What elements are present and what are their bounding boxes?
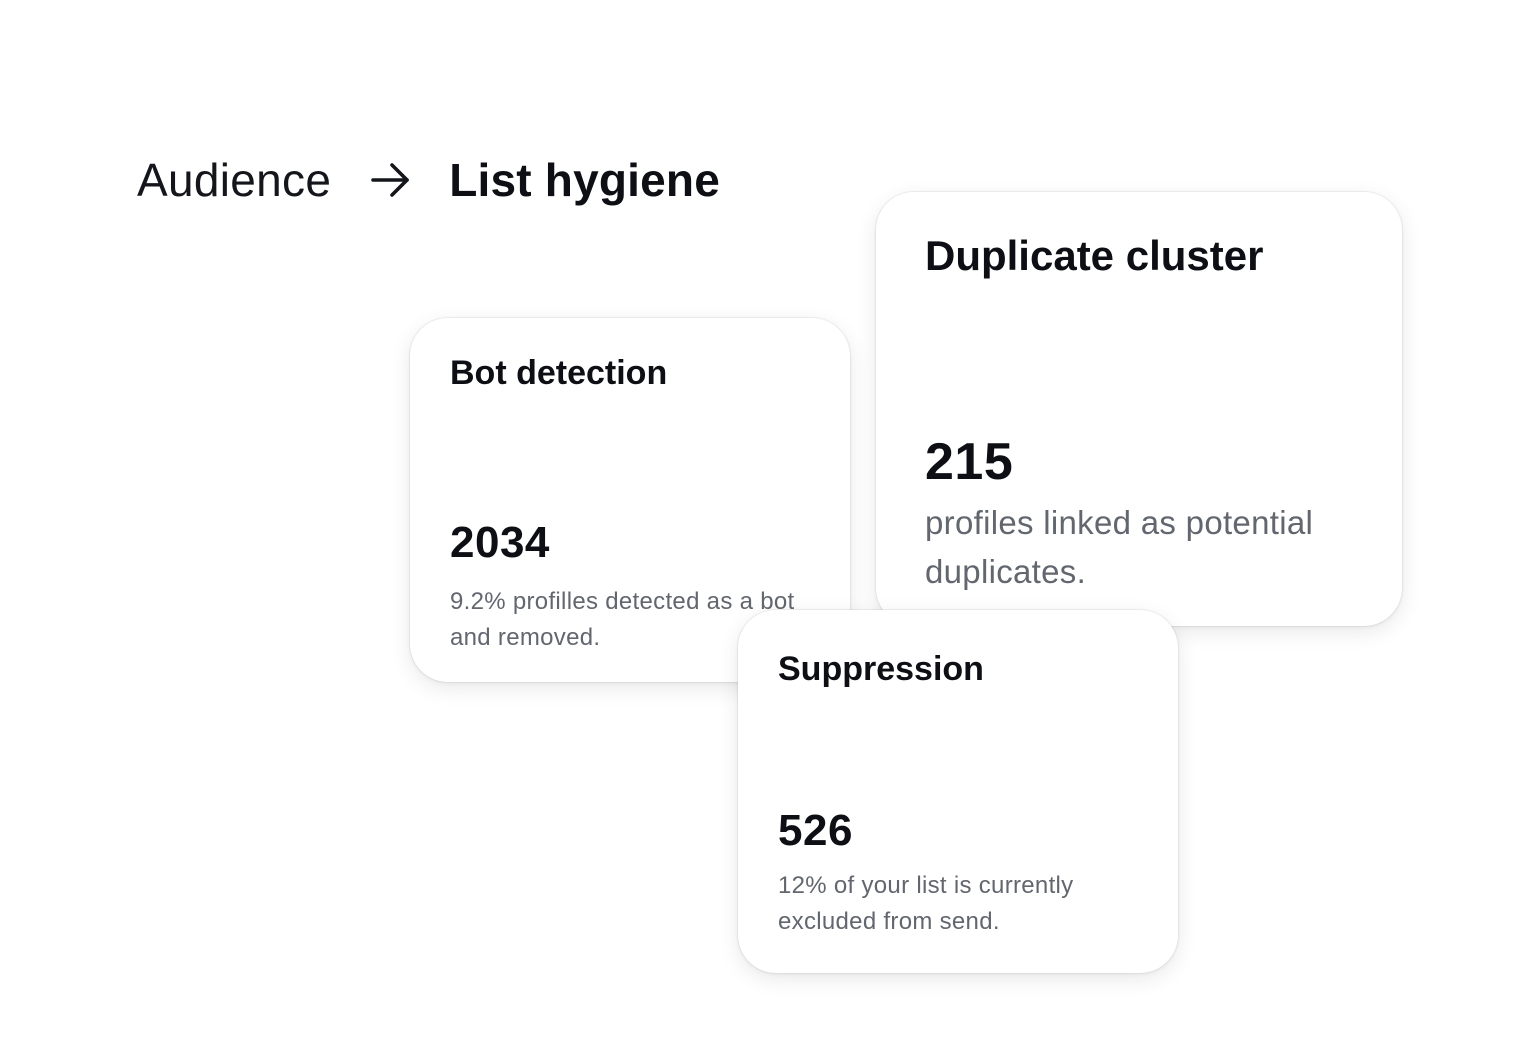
card-description: 9.2% profilles detected as a bot and rem… xyxy=(450,588,795,651)
card-metric-value: 215 xyxy=(925,433,1014,491)
card-title: Suppression xyxy=(778,650,984,688)
card-description: 12% of your list is currently excluded f… xyxy=(778,872,1074,935)
page-title: List hygiene xyxy=(449,154,721,206)
breadcrumb-parent-audience[interactable]: Audience xyxy=(137,154,332,206)
card-metric-value: 526 xyxy=(778,806,853,855)
arrow-right-icon xyxy=(369,158,413,202)
duplicate-cluster-card[interactable]: Duplicate cluster 215 profiles linked as… xyxy=(876,192,1402,626)
card-description: profiles linked as potential duplicates. xyxy=(925,504,1314,590)
card-metric-value: 2034 xyxy=(450,518,550,567)
breadcrumb: Audience List hygiene xyxy=(137,150,720,210)
card-title: Bot detection xyxy=(450,354,668,392)
suppression-card[interactable]: Suppression 526 12% of your list is curr… xyxy=(738,610,1178,973)
card-title: Duplicate cluster xyxy=(925,232,1264,279)
